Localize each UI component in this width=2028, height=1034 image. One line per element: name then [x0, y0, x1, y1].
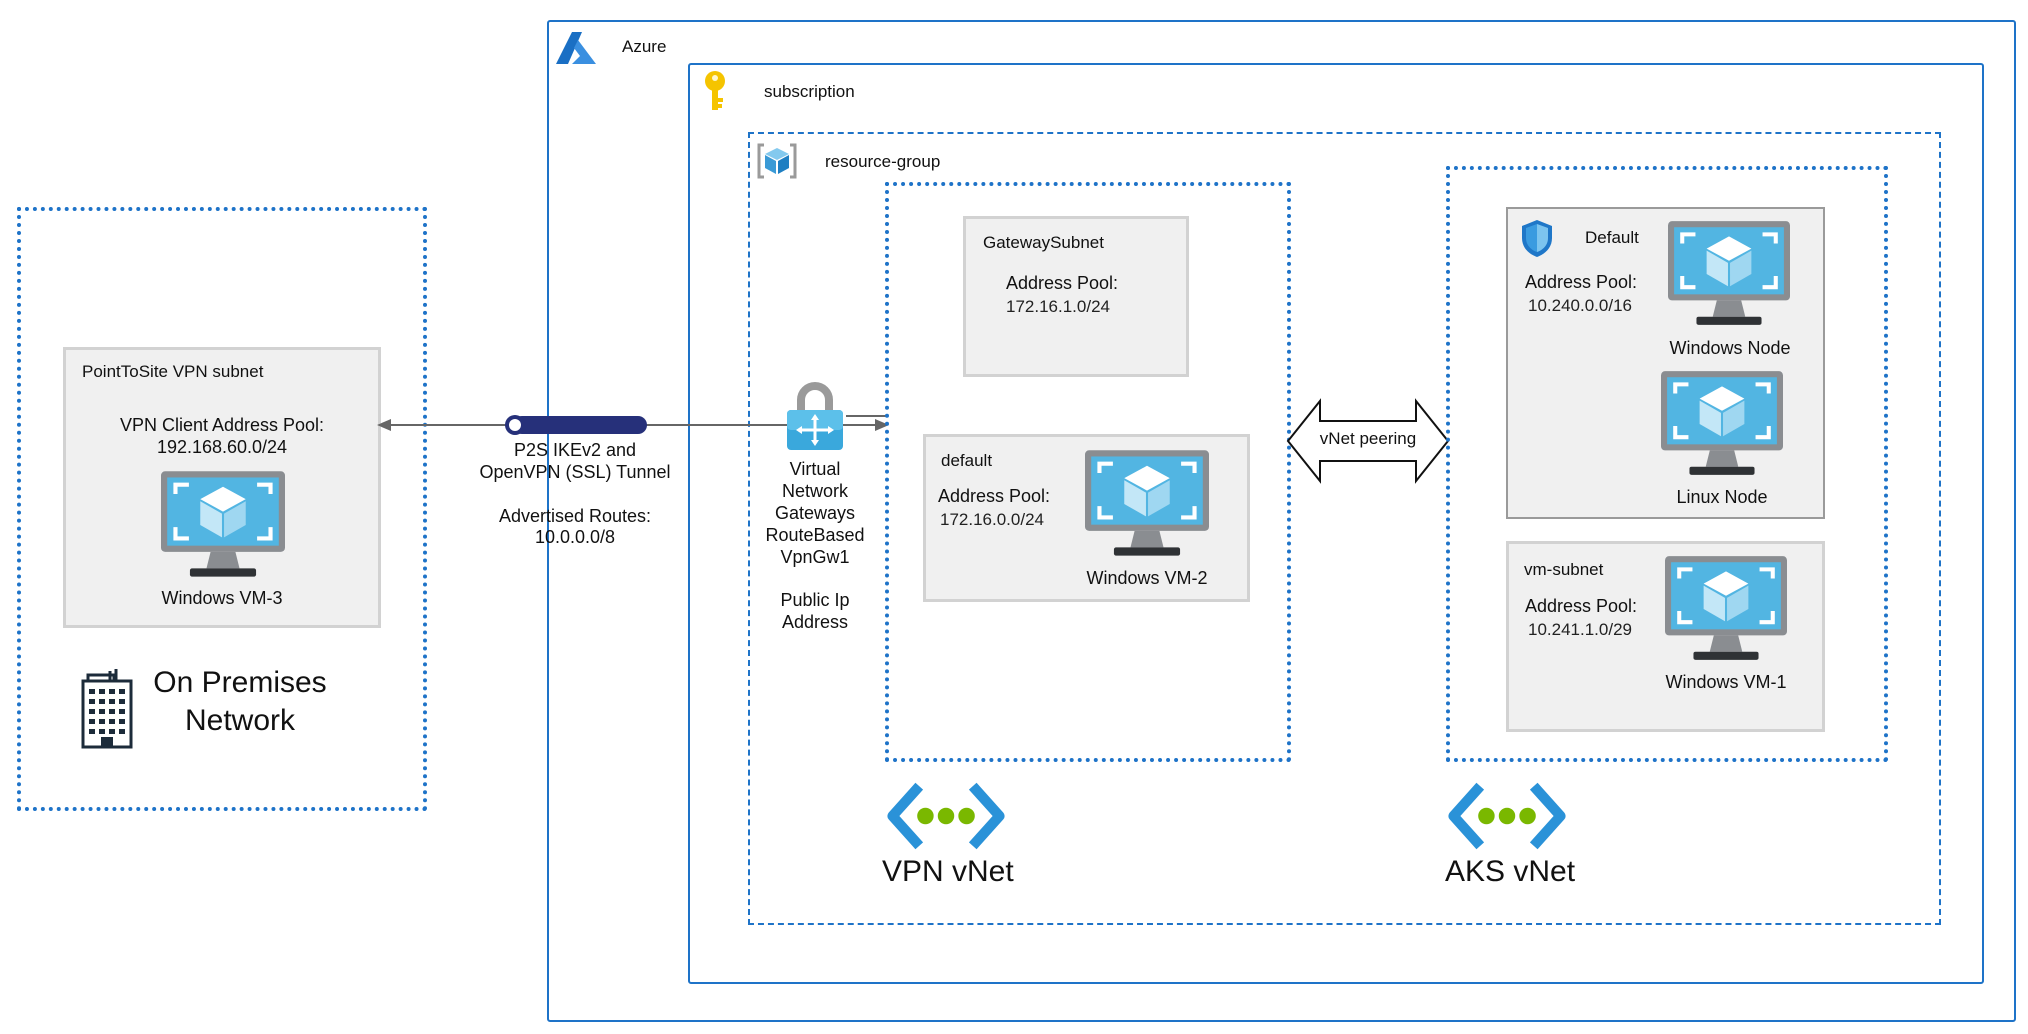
virtual-machine-icon	[1661, 370, 1783, 478]
tunnel-label-line1: P2S IKEv2 and	[513, 440, 637, 460]
aks-vnet-container	[1446, 166, 1888, 762]
virtual-machine-icon	[1085, 449, 1209, 559]
vpn-vnet-title: VPN vNet	[882, 855, 1014, 888]
azure-title: Azure	[622, 37, 667, 56]
virtual-network-gateway-lock-icon	[787, 382, 843, 450]
windows-vm2-label: Windows VM-2	[1086, 568, 1208, 588]
gateway-subnet-pool-value: 172.16.1.0/24	[1006, 297, 1110, 316]
public-ip-label-line1: Public Ip	[780, 590, 850, 610]
advertised-routes-value: 10.0.0.0/8	[534, 527, 616, 547]
on-premises-title-line2: Network	[184, 704, 296, 737]
subscription-container	[688, 63, 1984, 984]
on-premises-network-container	[17, 207, 427, 811]
windows-node-label: Windows Node	[1669, 338, 1791, 358]
public-ip-label-line2: Address	[781, 612, 849, 632]
vnet-icon	[1445, 780, 1569, 852]
gateway-label-line2: Network	[781, 481, 848, 501]
vm-subnet-title: vm-subnet	[1524, 560, 1604, 579]
vpn-client-pool-label: VPN Client Address Pool:	[119, 415, 325, 435]
vnet-peering-label: vNet peering	[1319, 429, 1417, 448]
tunnel-label-line2: OpenVPN (SSL) Tunnel	[479, 462, 671, 482]
on-premises-title-line1: On Premises	[153, 666, 327, 699]
network-security-shield-icon	[1522, 220, 1552, 257]
azure-container	[547, 20, 2016, 1022]
vpn-vnet-container	[885, 182, 1291, 762]
aks-vnet-title: AKS vNet	[1445, 855, 1576, 888]
windows-vm3-label: Windows VM-3	[161, 588, 283, 608]
gateway-label-line3: Gateways	[774, 503, 856, 523]
gateway-label-line4: RouteBased	[765, 525, 865, 545]
vnet-icon	[884, 780, 1008, 852]
key-icon	[705, 71, 725, 110]
virtual-machine-icon	[1668, 220, 1790, 328]
gateway-subnet	[963, 216, 1189, 377]
vm-subnet-pool-value: 10.241.1.0/29	[1528, 620, 1632, 639]
vpn-default-pool-value: 172.16.0.0/24	[940, 510, 1044, 529]
office-building-icon	[81, 669, 133, 749]
linux-node-label: Linux Node	[1676, 487, 1768, 507]
vpn-default-pool-label: Address Pool:	[938, 486, 1051, 506]
aks-default-pool-label: Address Pool:	[1525, 272, 1638, 292]
aks-default-subnet-title: Default	[1585, 228, 1639, 247]
azure-logo-icon	[556, 32, 596, 64]
vm-subnet-pool-label: Address Pool:	[1525, 596, 1638, 616]
gateway-label-line5: VpnGw1	[780, 547, 850, 567]
resource-group-title: resource-group	[825, 152, 941, 171]
gateway-subnet-pool-label: Address Pool:	[1006, 273, 1119, 293]
gateway-connector-line	[846, 415, 886, 417]
resource-group-cube-icon	[757, 143, 797, 179]
vpn-client-pool-value: 192.168.60.0/24	[156, 437, 288, 457]
gateway-label-line1: Virtual	[789, 459, 841, 479]
pointtosite-subnet-title: PointToSite VPN subnet	[82, 362, 264, 381]
virtual-machine-icon	[1665, 555, 1787, 663]
vpn-default-subnet-title: default	[941, 451, 993, 470]
resource-group-container	[748, 132, 1941, 925]
gateway-subnet-title: GatewaySubnet	[983, 233, 1104, 252]
p2s-tunnel-connector	[377, 415, 889, 435]
windows-vm1-label: Windows VM-1	[1665, 672, 1787, 692]
virtual-machine-icon	[161, 470, 285, 580]
advertised-routes-label: Advertised Routes:	[498, 506, 652, 526]
aks-default-pool-value: 10.240.0.0/16	[1528, 296, 1632, 315]
subscription-title: subscription	[764, 82, 855, 101]
